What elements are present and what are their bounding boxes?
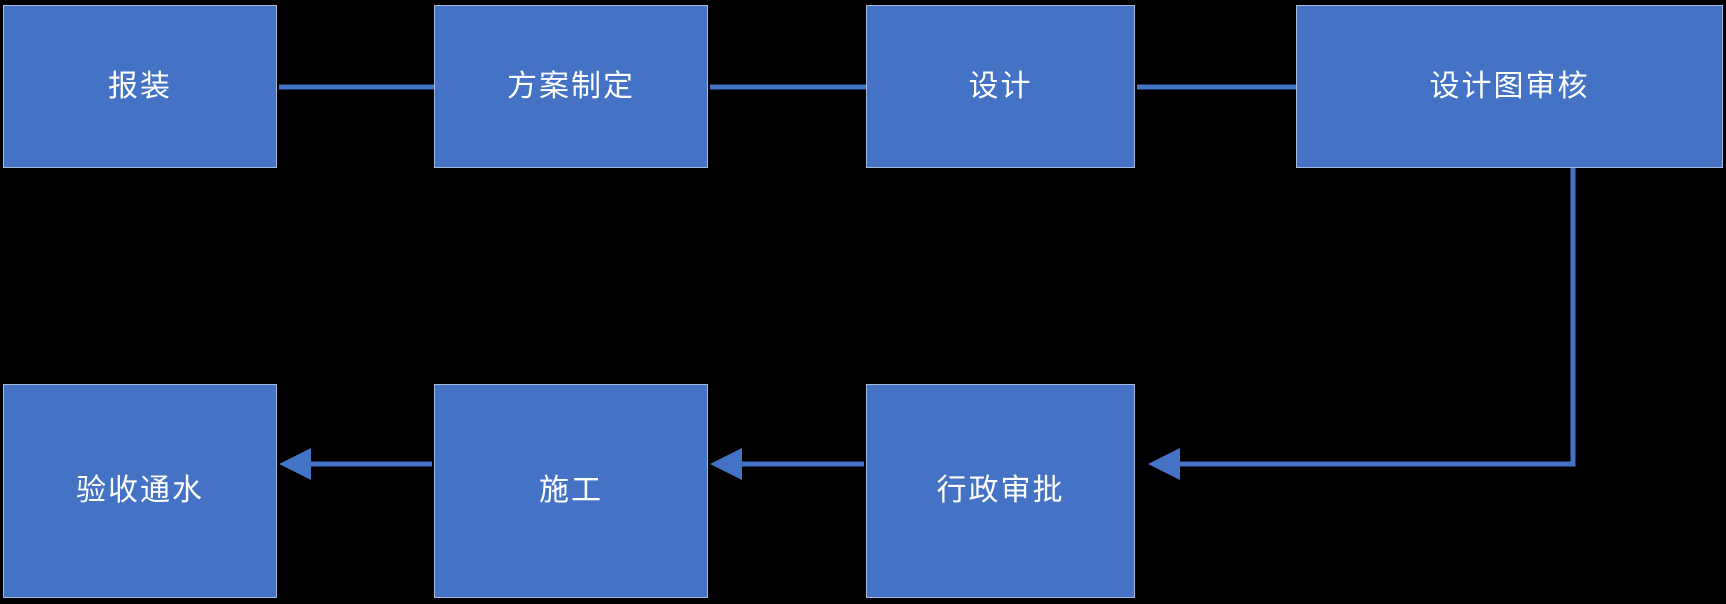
node-sheji[interactable]: 设计	[866, 5, 1135, 168]
node-shejitu-shenhe[interactable]: 设计图审核	[1296, 5, 1723, 168]
node-label: 方案制定	[507, 69, 635, 103]
node-fangan-zhiding[interactable]: 方案制定	[434, 5, 708, 168]
connector-elbow-line	[1178, 168, 1576, 467]
node-label: 行政审批	[936, 474, 1065, 507]
arrowhead-left-icon	[1148, 448, 1180, 480]
node-label: 设计	[968, 69, 1033, 103]
node-label: 施工	[539, 474, 603, 507]
node-label: 报装	[108, 69, 172, 103]
node-baozhuang[interactable]: 报装	[3, 5, 277, 168]
node-label: 验收通水	[76, 474, 204, 507]
node-shigong[interactable]: 施工	[434, 384, 708, 598]
node-xingzheng-shenpi[interactable]: 行政审批	[866, 384, 1135, 598]
arrowhead-left-icon	[710, 448, 742, 480]
arrowhead-left-icon	[279, 448, 311, 480]
node-label: 设计图审核	[1429, 69, 1590, 103]
node-yanshou-tongshui[interactable]: 验收通水	[3, 384, 277, 598]
